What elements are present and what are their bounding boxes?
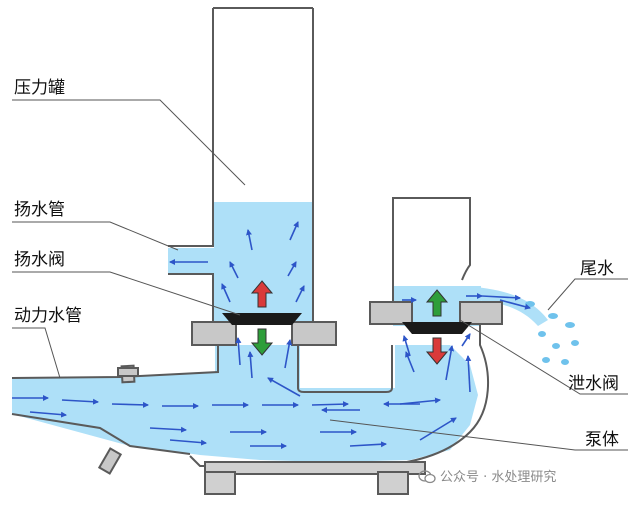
waste-valve-arrows: [425, 289, 449, 365]
flow-arrow: [221, 283, 231, 303]
flow-arrow: [349, 441, 387, 448]
flow-arrow: [169, 439, 207, 446]
watermark-text: 公众号 · 水处理研究: [440, 469, 557, 485]
flow-arrow: [405, 351, 415, 373]
label-waste-valve: 泄水阀: [568, 374, 619, 394]
flow-arrow: [461, 333, 471, 347]
label-pressure-tank: 压力罐: [14, 78, 65, 98]
arrow-up-green: [425, 289, 449, 317]
drive-pipe-flanges: [97, 364, 139, 475]
lift-valve-disc: [222, 313, 302, 325]
tail-flow-arrow: [499, 299, 531, 310]
flow-arrow: [465, 355, 472, 393]
flow-arrow: [235, 337, 242, 366]
flow-arrow: [246, 229, 253, 251]
flow-arrow: [149, 426, 187, 433]
flow-arrow: [295, 285, 305, 303]
waste-valve-disc: [402, 322, 472, 334]
waste-valve-flanges: [369, 301, 503, 325]
arrow-down-red: [425, 337, 449, 365]
flow-arrow: [111, 401, 149, 408]
water-lift-pipe: [168, 248, 216, 274]
chat-bubbles-icon: [418, 470, 436, 484]
label-tail-water: 尾水: [580, 259, 614, 279]
arrow-down-green: [250, 328, 274, 356]
flow-arrow: [229, 261, 239, 279]
flow-arrow: [419, 417, 457, 441]
leader-lines: [12, 99, 628, 451]
pump-base: [204, 461, 426, 495]
label-lift-valve: 扬水阀: [14, 250, 65, 270]
flow-arrow: [247, 351, 254, 379]
tail-flow-arrow: [481, 294, 521, 301]
flow-arrow: [289, 221, 299, 241]
flow-arrow: [445, 345, 455, 381]
flow-arrow: [287, 261, 297, 277]
lift-valve-flanges: [191, 321, 337, 346]
flow-arrow: [311, 401, 349, 408]
flow-arrow: [267, 377, 301, 397]
label-pump-body: 泵体: [585, 430, 619, 450]
watermark: 公众号 · 水处理研究: [418, 470, 556, 484]
label-drive-pipe: 动力水管: [14, 306, 82, 326]
flow-arrow: [29, 411, 67, 418]
flow-arrows: [12, 221, 531, 449]
flow-arrow: [61, 398, 99, 405]
label-lift-pipe: 扬水管: [14, 200, 65, 220]
lift-valve-arrows: [250, 280, 274, 356]
flow-arrow: [284, 339, 293, 369]
arrow-up-red: [250, 280, 274, 308]
